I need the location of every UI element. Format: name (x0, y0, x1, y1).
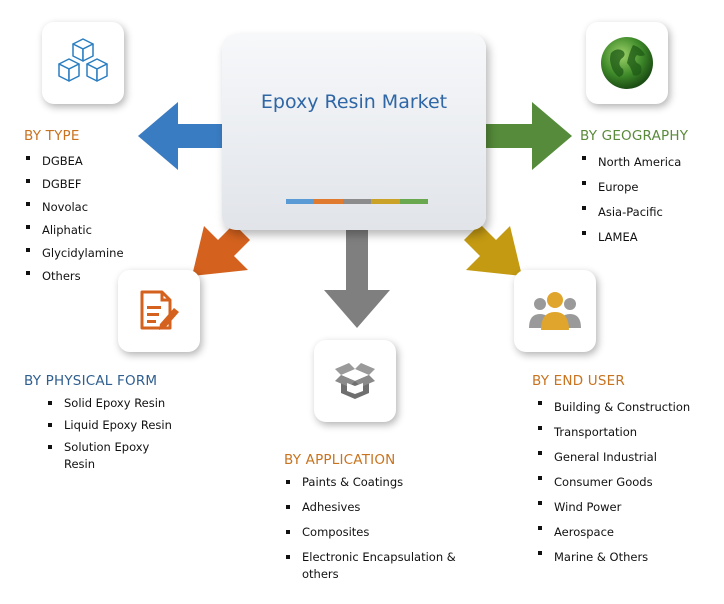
section-heading: BY APPLICATION (284, 452, 396, 468)
list-item: North America (580, 150, 720, 175)
section-heading: BY PHYSICAL FORM (24, 373, 158, 389)
list-item: General Industrial (536, 445, 722, 470)
section-heading: BY END USER (532, 373, 625, 389)
application-icon-card (314, 340, 396, 422)
globe-icon (601, 37, 653, 89)
geography-icon-card (586, 22, 668, 104)
section-by-type: BY TYPE DGBEA DGBEF Novolac Aliphatic Gl… (24, 128, 144, 288)
section-heading: BY GEOGRAPHY (580, 128, 689, 144)
section-by-application: BY APPLICATION Paints & Coatings Adhesiv… (284, 452, 484, 583)
type-icon-card (42, 22, 124, 104)
physical-form-icon-card (118, 270, 200, 352)
list-item: Novolac (24, 196, 144, 219)
users-icon (529, 292, 581, 330)
list-item: Others (24, 265, 144, 288)
arrow-left-type (138, 102, 226, 170)
list-item: Transportation (536, 420, 722, 445)
section-by-physical-form: BY PHYSICAL FORM Solid Epoxy Resin Liqui… (24, 373, 204, 473)
diagram-title: Epoxy Resin Market (260, 91, 448, 113)
list-item: Consumer Goods (536, 470, 722, 495)
cubes-icon (58, 38, 108, 82)
color-bar (286, 199, 429, 204)
list-item: Composites (284, 524, 464, 541)
list-item: Adhesives (284, 499, 464, 516)
list-item: Solution Epoxy Resin (46, 439, 174, 473)
list-item: Aliphatic (24, 219, 144, 242)
list-item: Wind Power (536, 495, 722, 520)
section-heading: BY TYPE (24, 128, 80, 144)
section-by-geography: BY GEOGRAPHY North America Europe Asia-P… (580, 128, 720, 250)
list-item: Aerospace (536, 520, 722, 545)
list-item: Liquid Epoxy Resin (46, 417, 174, 434)
list-item: DGBEF (24, 173, 144, 196)
document-pen-icon (140, 290, 179, 330)
list-item: LAMEA (580, 225, 720, 250)
list-item: Electronic Encapsulation & others (284, 549, 464, 583)
center-title-box: Epoxy Resin Market (222, 34, 486, 230)
list-item: Paints & Coatings (284, 474, 464, 491)
list-item: Solid Epoxy Resin (46, 395, 174, 412)
list-item: Building & Construction (536, 395, 722, 420)
arrow-down-application (324, 230, 390, 328)
section-by-end-user: BY END USER Building & Construction Tran… (532, 373, 722, 570)
list-item: Glycidylamine (24, 242, 144, 265)
box-icon (335, 363, 375, 399)
list-item: Asia-Pacific (580, 200, 720, 225)
end-user-icon-card (514, 270, 596, 352)
arrow-down-right-end-user (464, 224, 522, 276)
arrow-right-geography (484, 102, 572, 170)
list-item: DGBEA (24, 150, 144, 173)
list-item: Europe (580, 175, 720, 200)
list-item: Marine & Others (536, 545, 722, 570)
arrow-down-left-physical-form (192, 224, 250, 276)
